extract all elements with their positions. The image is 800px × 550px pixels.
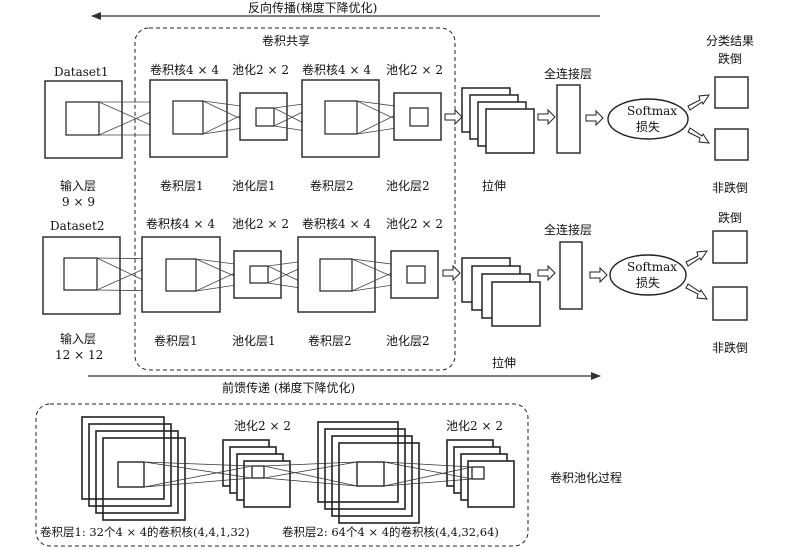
process-pool-a-label: 池化2 × 2 [234,419,291,433]
row1-arrow-to-stack [444,108,463,126]
row1-arrow-to-softmax [585,109,604,127]
row1-class-fall-box [714,76,749,109]
result-title: 分类结果 [706,34,754,48]
row1-kernel1-label: 卷积核4 × 4 [150,62,219,77]
row2-loss-label: 损失 [636,275,660,290]
row1-class-nonfall-label: 非跌倒 [712,180,748,195]
process-conv1-stack [81,416,186,521]
row1-class-nonfall-box [714,128,749,161]
row1-conv2-window [324,100,358,135]
row1-conv1-label: 卷积层1 [160,178,204,193]
dataset1-label: Dataset1 [54,65,108,79]
row2-poollayer2-label: 池化层2 [386,334,430,348]
process-connectors [143,461,473,488]
process-pool-a-window [251,465,265,479]
row1-fc-label: 全连接层 [544,66,592,81]
backward-arrow-label: 反向传播(梯度下降优化) [248,0,377,15]
row2-fc-bar [559,241,583,310]
row2-pool1-window [249,265,269,284]
row2-arrow-to-fc [537,264,556,282]
row1-stretch-label: 拉伸 [482,178,506,193]
dataset2-label: Dataset2 [50,219,104,233]
row1-input-label: 输入层 [60,178,96,193]
row1-pool2-label: 池化2 × 2 [386,63,443,77]
process-conv2-desc: 卷积层2: 64个4 × 4的卷积核(4,4,32,64) [282,525,499,539]
process-conv2-window [356,461,385,487]
row2-class-fall-label: 跌倒 [718,210,742,225]
row1-poollayer2-label: 池化层2 [386,179,430,193]
row2-output-arrows [685,250,709,300]
row2-conv2-label: 卷积层2 [308,333,352,348]
row1-pool1-label: 池化2 × 2 [232,63,289,77]
process-conv1-desc: 卷积层1: 32个4 × 4的卷积核(4,4,1,32) [40,525,250,539]
row2-feature-stack [461,257,541,327]
forward-arrow-label: 前馈传递 (梯度下降优化) [222,380,355,395]
row1-input-window [65,101,100,136]
row1-fc-bar [556,84,581,154]
row1-output-arrows [687,94,711,144]
row1-pool1-window [255,107,275,127]
row2-pool2-label: 池化2 × 2 [386,217,443,231]
row2-input-window [63,257,98,291]
shared-conv-region [134,27,456,371]
row1-softmax-ellipse [607,98,689,140]
row2-poollayer1-label: 池化层1 [232,334,276,348]
row2-input-size: 12 × 12 [55,348,103,362]
row1-feature-stack [461,87,535,154]
process-conv2-stack [317,421,420,524]
row1-arrow-to-fc [537,108,556,126]
process-pool-b-label: 池化2 × 2 [446,419,503,433]
row2-arrow-to-stack [442,264,461,282]
shared-conv-label: 卷积共享 [262,33,310,48]
row1-conv1-window [172,100,204,135]
row2-fc-label: 全连接层 [544,222,592,237]
row2-pool1-label: 池化2 × 2 [232,217,289,231]
row2-conv2-window [319,258,353,292]
row1-conv2-label: 卷积层2 [310,178,354,193]
row2-stretch-label: 拉伸 [492,355,516,370]
process-panel [35,403,529,547]
row2-pool2-window [406,265,426,284]
row2-kernel1-label: 卷积核4 × 4 [146,216,215,231]
row2-class-fall-box [712,230,748,264]
row1-kernel2-label: 卷积核4 × 4 [302,62,371,77]
row2-softmax-ellipse [609,254,687,296]
process-conv1-window [117,461,145,488]
process-pool-b-window [471,466,485,480]
row2-arrow-to-softmax [589,266,608,284]
process-title: 卷积池化过程 [550,470,622,485]
row2-conv1-label: 卷积层1 [154,333,198,348]
row2-input-label: 输入层 [60,331,96,346]
row2-class-nonfall-box [712,286,748,321]
row1-pool2-window [409,107,429,127]
row2-class-nonfall-label: 非跌倒 [712,340,748,355]
row1-softmax-label: Softmax [627,104,677,118]
row2-softmax-label: Softmax [627,260,677,274]
row2-kernel2-label: 卷积核4 × 4 [302,216,371,231]
row1-poollayer1-label: 池化层1 [232,179,276,193]
row1-class-fall-label: 跌倒 [718,51,742,66]
row2-conv1-window [165,258,197,292]
row1-input-size: 9 × 9 [62,195,95,209]
row1-loss-label: 损失 [636,119,660,134]
